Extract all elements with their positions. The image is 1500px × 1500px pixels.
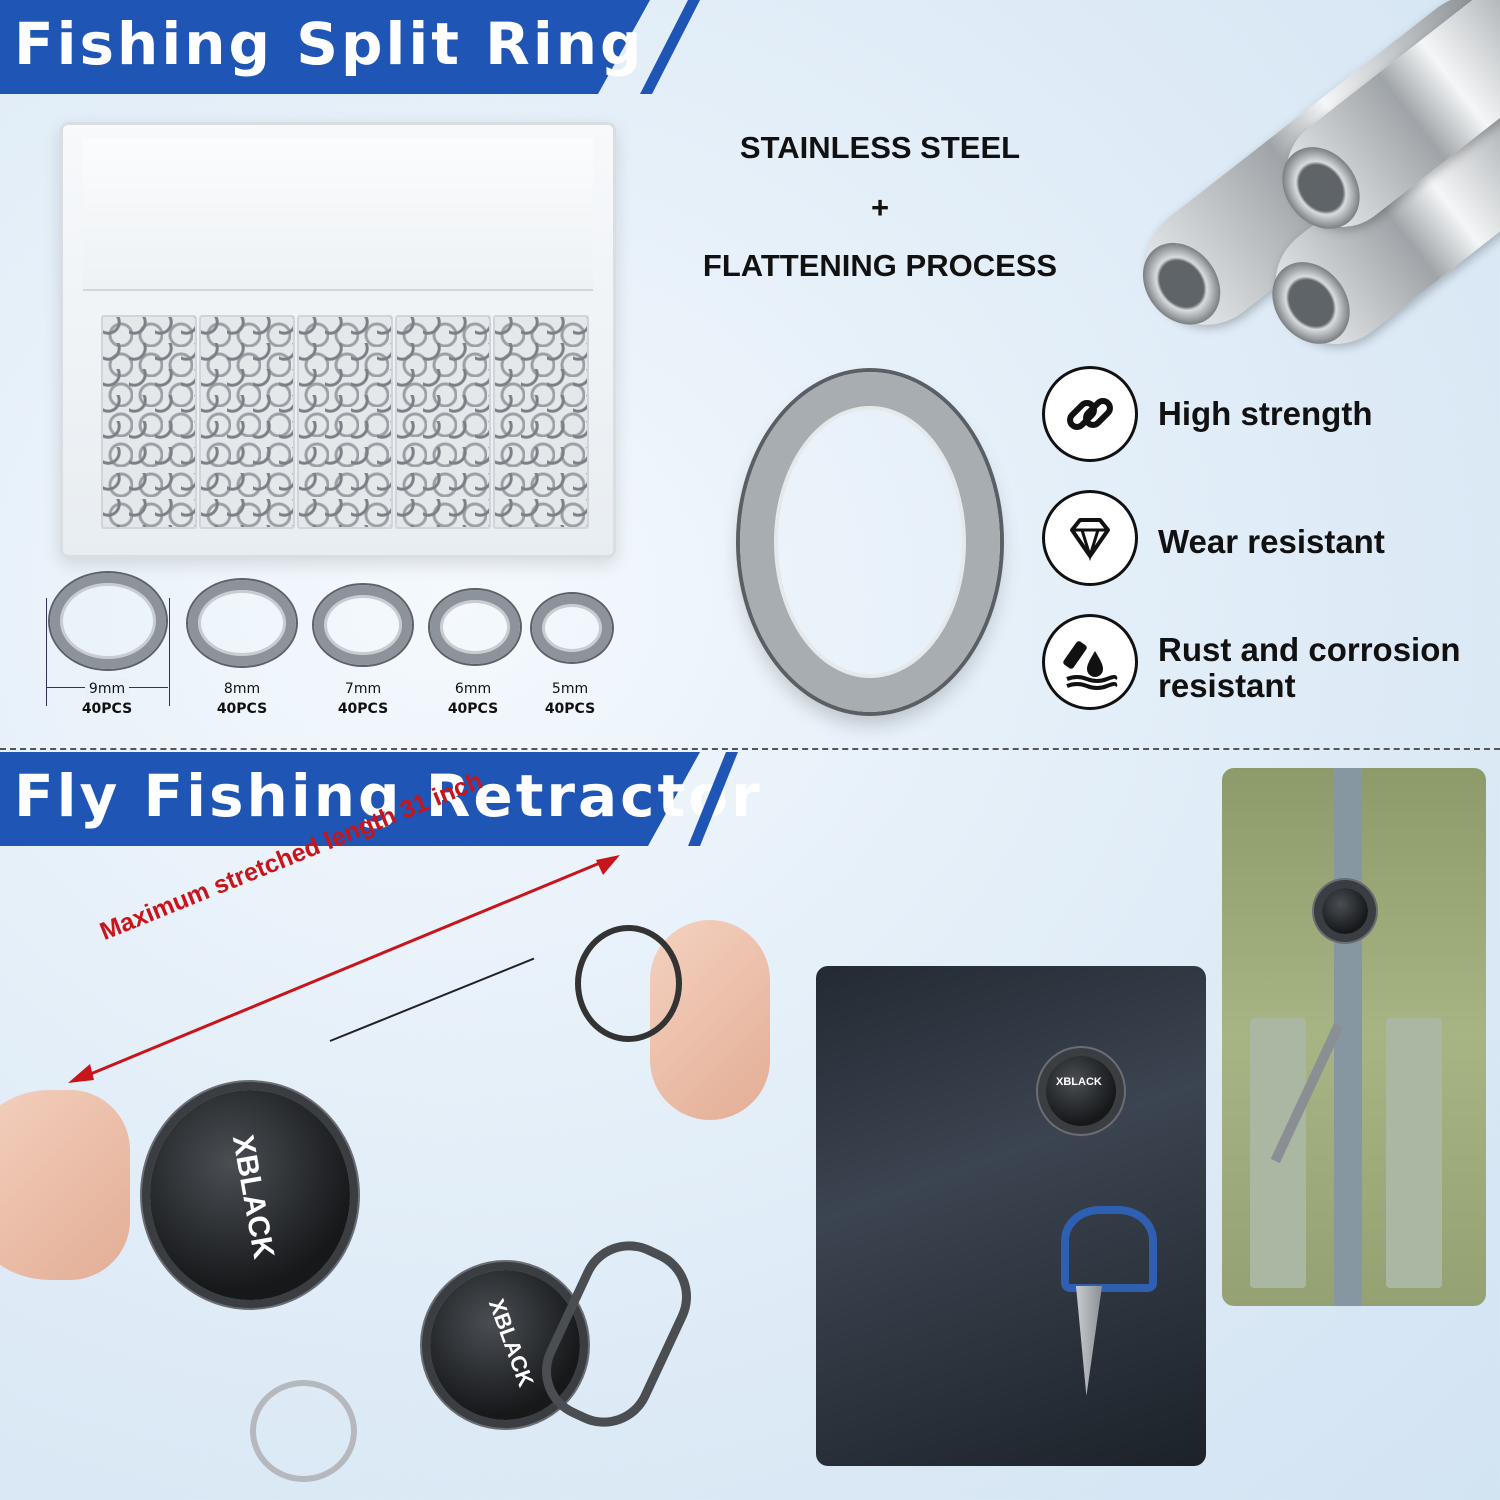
lower-key-ring	[250, 1380, 357, 1482]
section-title-2: Fly Fishing Retractor	[14, 762, 763, 830]
key-ring	[575, 925, 682, 1042]
banner-stripe-2	[688, 752, 738, 846]
carabiner-clip	[525, 1224, 708, 1444]
material-line-2: FLATTENING PROCESS	[702, 248, 1058, 283]
bag-usage-photo	[1222, 768, 1486, 1306]
rust-drop-icon	[1042, 614, 1138, 710]
section-banner-split-ring: Fishing Split Ring	[0, 0, 650, 94]
feature-rust-resistant: Rust and corrosion resistant	[1158, 631, 1461, 704]
feature-wear-resistant: Wear resistant	[1158, 523, 1385, 560]
dimension-line	[46, 598, 170, 706]
banner-stripe	[640, 0, 700, 94]
diamond-icon	[1042, 490, 1138, 586]
section-title: Fishing Split Ring	[14, 10, 645, 78]
scissors-blade	[1076, 1286, 1102, 1396]
section-banner-retractor: Fly Fishing Retractor	[0, 752, 760, 846]
ring-6mm	[430, 590, 520, 664]
ring-5mm	[532, 594, 612, 662]
feature-high-strength: High strength	[1158, 395, 1373, 432]
size-label-9mm: 9mm 40PCS	[81, 679, 133, 717]
split-ring-closeup-image	[740, 372, 1000, 712]
ring-7mm	[314, 585, 412, 665]
scissors	[1061, 1206, 1157, 1292]
brand-logo-3: XBLACK	[1056, 1076, 1102, 1088]
bag-zipper	[1334, 768, 1362, 1306]
ring-9mm	[50, 573, 166, 669]
material-line-1: STAINLESS STEEL	[739, 130, 1021, 165]
section-divider	[0, 748, 1500, 750]
jeans-usage-photo: XBLACK	[816, 966, 1206, 1466]
split-ring-box-image	[60, 122, 616, 558]
velcro-strip-right	[1386, 1018, 1442, 1288]
material-plus: +	[870, 190, 890, 225]
chain-link-icon	[1042, 366, 1138, 462]
ring-8mm	[188, 580, 296, 666]
stretch-arrow	[68, 855, 620, 1083]
